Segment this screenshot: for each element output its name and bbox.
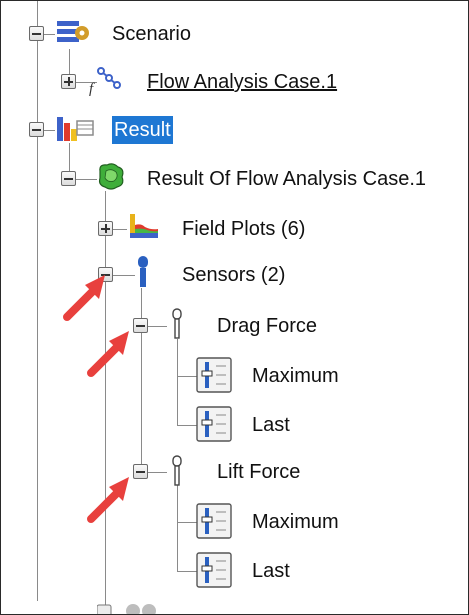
collapse-toggle-result-of-flow-analysis[interactable] bbox=[61, 171, 76, 186]
slider-panel-icon[interactable] bbox=[196, 503, 232, 539]
tree-node-result-of-flow-analysis[interactable]: Result Of Flow Analysis Case.1 bbox=[147, 168, 426, 190]
collapse-toggle-drag-force[interactable] bbox=[133, 318, 148, 333]
tree-line bbox=[177, 339, 178, 425]
tree-line bbox=[105, 191, 106, 611]
partial-node-icon bbox=[97, 604, 156, 614]
tree-line bbox=[141, 326, 167, 327]
tree-line bbox=[141, 288, 142, 473]
field-plot-icon[interactable] bbox=[127, 211, 161, 241]
tree-node-field-plots[interactable]: Field Plots (6) bbox=[182, 218, 306, 240]
slider-panel-icon[interactable] bbox=[196, 357, 232, 393]
tree-line bbox=[37, 1, 38, 601]
tree-node-lift-maximum[interactable]: Maximum bbox=[252, 511, 339, 533]
tree-line bbox=[69, 82, 97, 83]
sensor-outline-icon[interactable] bbox=[170, 308, 184, 340]
callout-arrow-icon bbox=[87, 477, 129, 523]
green-blob-icon[interactable] bbox=[95, 161, 127, 193]
slider-panel-icon[interactable] bbox=[196, 406, 232, 442]
svg-text:f: f bbox=[89, 81, 95, 97]
collapse-toggle-result[interactable] bbox=[29, 122, 44, 137]
tree-node-drag-last[interactable]: Last bbox=[252, 414, 290, 436]
sensor-outline-icon[interactable] bbox=[170, 455, 184, 487]
tree-line bbox=[141, 472, 167, 473]
expand-toggle-field-plots[interactable] bbox=[98, 221, 113, 236]
tree-line bbox=[105, 275, 135, 276]
expand-toggle-flow-analysis-case[interactable] bbox=[61, 74, 76, 89]
tree-line bbox=[69, 49, 70, 82]
tree-node-scenario[interactable]: Scenario bbox=[112, 23, 191, 45]
formula-link-icon[interactable]: f bbox=[87, 65, 127, 97]
tree-node-lift-force[interactable]: Lift Force bbox=[217, 461, 301, 483]
tree-line bbox=[69, 143, 70, 179]
result-bar-icon[interactable] bbox=[55, 113, 95, 145]
tree-node-lift-last[interactable]: Last bbox=[252, 560, 290, 582]
tree-line bbox=[177, 571, 197, 572]
tree-line bbox=[177, 522, 197, 523]
tree-line bbox=[105, 229, 127, 230]
collapse-toggle-lift-force[interactable] bbox=[133, 464, 148, 479]
sensor-probe-icon[interactable] bbox=[135, 255, 151, 289]
scenario-gear-icon[interactable] bbox=[56, 19, 92, 49]
tree-node-result[interactable]: Result bbox=[112, 116, 173, 144]
tree-node-drag-maximum[interactable]: Maximum bbox=[252, 365, 339, 387]
tree-line bbox=[177, 425, 197, 426]
tree-node-flow-analysis-case[interactable]: Flow Analysis Case.1 bbox=[147, 71, 338, 93]
callout-arrow-icon bbox=[63, 275, 105, 321]
slider-panel-icon[interactable] bbox=[196, 552, 232, 588]
tree-line bbox=[37, 34, 55, 35]
tree-line bbox=[69, 179, 97, 180]
collapse-toggle-scenario[interactable] bbox=[29, 26, 44, 41]
tree-line bbox=[177, 376, 197, 377]
tree-node-drag-force[interactable]: Drag Force bbox=[217, 315, 318, 337]
tree-node-sensors[interactable]: Sensors (2) bbox=[182, 264, 286, 286]
callout-arrow-icon bbox=[87, 331, 129, 377]
tree-line bbox=[37, 130, 55, 131]
tree-line bbox=[177, 485, 178, 571]
